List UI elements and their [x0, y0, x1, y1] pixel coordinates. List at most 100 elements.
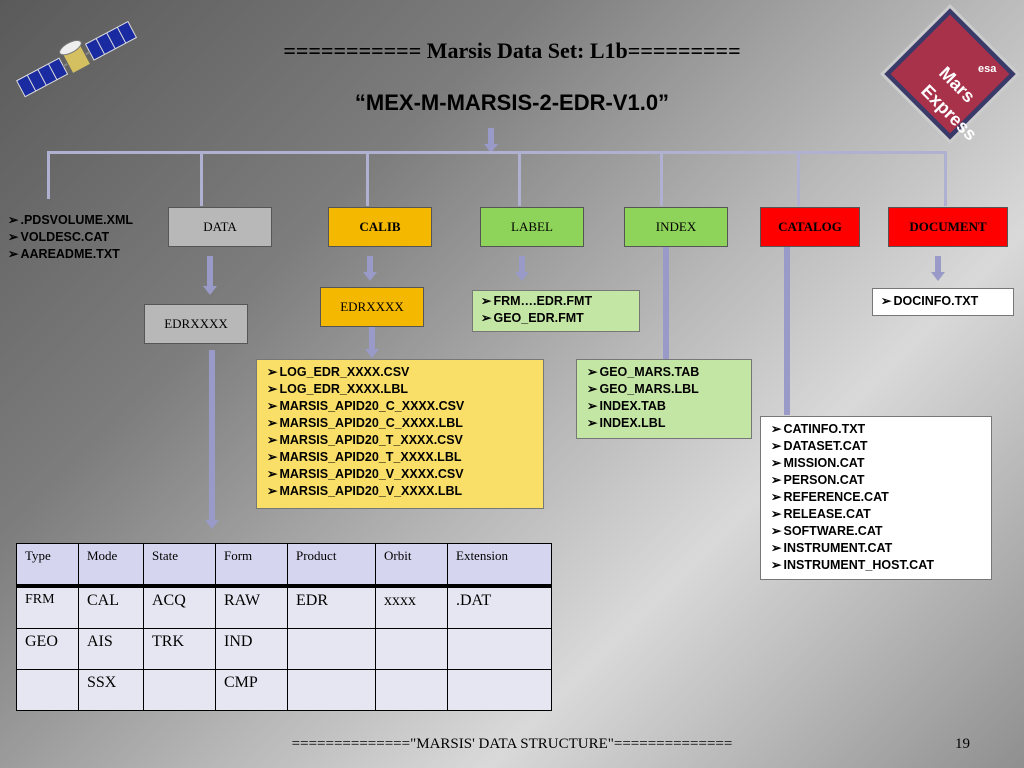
index-file-item: INDEX.LBL [587, 415, 741, 432]
catalog-file-item: PERSON.CAT [771, 472, 981, 489]
label-files-list: FRM….EDR.FMT GEO_EDR.FMT [472, 290, 640, 332]
calib-file-item: MARSIS_APID20_C_XXXX.CSV [267, 398, 533, 415]
table-cell: CMP [215, 669, 288, 711]
catalog-file-item: RELEASE.CAT [771, 506, 981, 523]
table-cell: CAL [78, 585, 144, 629]
calib-file-item: LOG_EDR_XXXX.LBL [267, 381, 533, 398]
branch-index [660, 151, 663, 206]
table-cell [375, 669, 448, 711]
data-edr-stem [209, 350, 215, 520]
label-file-item: FRM….EDR.FMT [481, 293, 631, 310]
label-file-item: GEO_EDR.FMT [481, 310, 631, 327]
folder-label[interactable]: LABEL [480, 207, 584, 247]
table-cell [16, 669, 79, 711]
table-header: Type [16, 543, 79, 588]
folder-index[interactable]: INDEX [624, 207, 728, 247]
calib-file-item: MARSIS_APID20_C_XXXX.LBL [267, 415, 533, 432]
branch-label [518, 151, 521, 206]
table-cell: IND [215, 628, 288, 670]
table-header: Mode [78, 543, 144, 588]
index-file-item: INDEX.TAB [587, 398, 741, 415]
table-cell [447, 628, 552, 670]
catalog-stem [784, 247, 790, 415]
root-stem [488, 128, 494, 146]
table-header: State [143, 543, 216, 588]
catalog-file-item: CATINFO.TXT [771, 421, 981, 438]
branch-data [200, 151, 203, 206]
table-cell: xxxx [375, 585, 448, 629]
document-file-item: DOCINFO.TXT [881, 293, 1005, 310]
catalog-file-item: INSTRUMENT.CAT [771, 540, 981, 557]
label-arrow-stem [519, 256, 525, 272]
table-cell: FRM [16, 585, 79, 629]
calib-file-item: LOG_EDR_XXXX.CSV [267, 364, 533, 381]
calib-file-item: MARSIS_APID20_V_XXXX.LBL [267, 483, 533, 500]
root-file-item: AAREADME.TXT [8, 246, 133, 263]
table-cell: TRK [143, 628, 216, 670]
table-cell: SSX [78, 669, 144, 711]
folder-catalog[interactable]: CATALOG [760, 207, 860, 247]
dataset-subtitle: “MEX-M-MARSIS-2-EDR-V1.0” [354, 90, 670, 115]
root-arrow [484, 144, 498, 153]
calib-edr-stem [369, 327, 375, 351]
table-row: FRM CAL ACQ RAW EDR xxxx .DAT [16, 585, 552, 629]
root-file-item: .PDSVOLUME.XML [8, 212, 133, 229]
catalog-file-item: REFERENCE.CAT [771, 489, 981, 506]
table-header: Product [287, 543, 376, 588]
tree-bar [48, 151, 946, 154]
table-cell [143, 669, 216, 711]
slide-footer: =============="MARSIS' DATA STRUCTURE"==… [291, 736, 733, 752]
table-header: Form [215, 543, 288, 588]
branch-document [944, 151, 947, 206]
data-arrow-stem [207, 256, 213, 286]
folder-calib[interactable]: CALIB [328, 207, 432, 247]
index-files-list: GEO_MARS.TAB GEO_MARS.LBL INDEX.TAB INDE… [576, 359, 752, 439]
calib-file-item: MARSIS_APID20_V_XXXX.CSV [267, 466, 533, 483]
table-row: SSX CMP [16, 669, 552, 711]
folder-data[interactable]: DATA [168, 207, 272, 247]
table-cell: RAW [215, 585, 288, 629]
calib-edr-folder[interactable]: EDRXXXX [320, 287, 424, 327]
catalog-file-item: INSTRUMENT_HOST.CAT [771, 557, 981, 574]
root-files-list: .PDSVOLUME.XML VOLDESC.CAT AAREADME.TXT [4, 210, 137, 265]
calib-file-item: MARSIS_APID20_T_XXXX.CSV [267, 432, 533, 449]
data-edr-folder[interactable]: EDRXXXX [144, 304, 248, 344]
document-arrow [931, 272, 945, 281]
label-arrow [515, 272, 529, 281]
table-cell: ACQ [143, 585, 216, 629]
branch-root-files [47, 151, 50, 199]
table-cell [375, 628, 448, 670]
calib-arrow-stem [367, 256, 373, 272]
filename-convention-table: Type Mode State Form Product Orbit Exten… [16, 543, 552, 711]
table-cell [287, 669, 376, 711]
table-cell: GEO [16, 628, 79, 670]
catalog-files-list: CATINFO.TXT DATASET.CAT MISSION.CAT PERS… [760, 416, 992, 580]
branch-catalog [797, 151, 800, 206]
catalog-file-item: DATASET.CAT [771, 438, 981, 455]
calib-edr-arrow [365, 349, 379, 358]
mars-express-logo: Mars Express esa [880, 4, 1020, 144]
calib-files-list: LOG_EDR_XXXX.CSV LOG_EDR_XXXX.LBL MARSIS… [256, 359, 544, 509]
data-edr-arrow [205, 520, 219, 529]
page-number: 19 [955, 736, 970, 752]
data-arrow [203, 286, 217, 295]
logo-text-esa: esa [978, 63, 997, 75]
document-arrow-stem [935, 256, 941, 272]
table-header: Extension [447, 543, 552, 588]
satellite-illustration [16, 20, 138, 98]
table-cell: .DAT [447, 585, 552, 629]
index-file-item: GEO_MARS.TAB [587, 364, 741, 381]
index-file-item: GEO_MARS.LBL [587, 381, 741, 398]
index-stem [663, 247, 669, 359]
branch-calib [366, 151, 369, 206]
page-title: =========== Marsis Data Set: L1b========… [283, 38, 741, 63]
catalog-file-item: MISSION.CAT [771, 455, 981, 472]
table-row: GEO AIS TRK IND [16, 628, 552, 670]
table-cell [447, 669, 552, 711]
table-cell: EDR [287, 585, 376, 629]
calib-arrow [363, 272, 377, 281]
table-cell [287, 628, 376, 670]
document-files-list: DOCINFO.TXT [872, 288, 1014, 316]
folder-document[interactable]: DOCUMENT [888, 207, 1008, 247]
root-file-item: VOLDESC.CAT [8, 229, 133, 246]
